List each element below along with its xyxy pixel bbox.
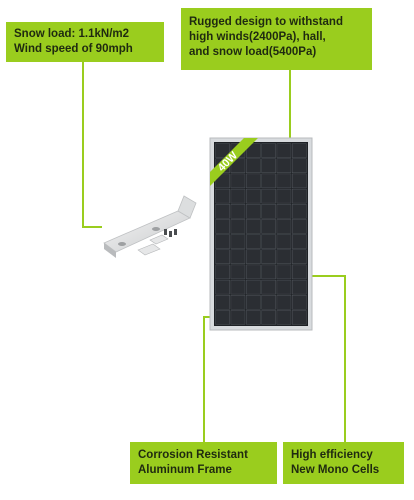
snow-leader-horizontal xyxy=(82,226,102,228)
solar-cell xyxy=(215,204,230,219)
solar-cell xyxy=(276,310,292,325)
solar-cell xyxy=(230,310,246,325)
solar-cell xyxy=(292,188,307,204)
solar-cell xyxy=(261,279,276,295)
frame-line2: Aluminum Frame xyxy=(138,464,232,476)
solar-cell xyxy=(292,173,307,189)
solar-cell xyxy=(276,279,292,295)
solar-cell xyxy=(230,279,246,295)
solar-cell xyxy=(276,188,292,204)
solar-cell xyxy=(246,310,261,325)
solar-cell xyxy=(230,173,246,189)
snow-load-callout: Snow load: 1.1kN/m2 Wind speed of 90mph xyxy=(6,22,164,62)
solar-cell xyxy=(276,219,292,234)
cells-line2: New Mono Cells xyxy=(291,464,380,476)
solar-cell xyxy=(292,158,307,174)
snow-load-line1: Snow load: 1.1kN/m2 xyxy=(14,28,130,40)
cells-line1: High efficiency xyxy=(291,449,373,461)
solar-cell xyxy=(276,204,292,219)
solar-cell xyxy=(292,234,307,249)
solar-cell xyxy=(215,295,230,310)
solar-cell xyxy=(261,310,276,325)
solar-cell xyxy=(230,188,246,204)
solar-cell xyxy=(276,143,292,158)
solar-cell xyxy=(230,219,246,234)
solar-cell xyxy=(276,173,292,189)
solar-cell xyxy=(215,310,230,325)
solar-cell xyxy=(276,295,292,310)
solar-cell xyxy=(276,234,292,249)
solar-cell xyxy=(230,264,246,280)
solar-cell xyxy=(230,234,246,249)
solar-cell xyxy=(292,310,307,325)
solar-cell xyxy=(215,234,230,249)
frame-callout: Corrosion Resistant Aluminum Frame xyxy=(130,442,277,484)
solar-cell xyxy=(261,249,276,265)
solar-cell xyxy=(246,234,261,249)
solar-cell xyxy=(246,295,261,310)
solar-cell xyxy=(246,279,261,295)
solar-cell xyxy=(246,143,261,158)
solar-cell xyxy=(261,264,276,280)
solar-cell xyxy=(292,143,307,158)
solar-cell xyxy=(261,234,276,249)
solar-cell xyxy=(292,249,307,265)
solar-cell xyxy=(261,204,276,219)
solar-cell xyxy=(230,249,246,265)
solar-cell xyxy=(261,143,276,158)
cells-callout: High efficiency New Mono Cells xyxy=(283,442,404,484)
solar-cell xyxy=(292,219,307,234)
solar-cell xyxy=(215,143,230,158)
cells-leader-horizontal xyxy=(296,275,346,277)
solar-cell xyxy=(292,264,307,280)
solar-cell xyxy=(276,158,292,174)
cells-leader-vertical xyxy=(344,275,346,442)
snow-load-line2: Wind speed of 90mph xyxy=(14,43,133,55)
rugged-leader xyxy=(289,70,291,176)
rugged-design-callout: Rugged design to withstand high winds(24… xyxy=(181,8,372,70)
solar-cell xyxy=(215,249,230,265)
solar-cell xyxy=(276,264,292,280)
solar-cell xyxy=(230,204,246,219)
solar-cell xyxy=(261,158,276,174)
solar-cell xyxy=(246,204,261,219)
solar-cell xyxy=(292,204,307,219)
solar-cell xyxy=(261,188,276,204)
solar-cell xyxy=(261,173,276,189)
solar-cell xyxy=(292,279,307,295)
solar-cell xyxy=(230,158,246,174)
rugged-line3: and snow load(5400Pa) xyxy=(189,46,317,58)
solar-cell xyxy=(215,173,230,189)
solar-cell xyxy=(246,188,261,204)
solar-cell xyxy=(261,219,276,234)
solar-cell xyxy=(246,173,261,189)
solar-cell xyxy=(215,279,230,295)
solar-cell xyxy=(230,295,246,310)
rugged-line1: Rugged design to withstand xyxy=(189,16,343,28)
solar-cell xyxy=(261,295,276,310)
solar-cell xyxy=(215,264,230,280)
frame-line1: Corrosion Resistant xyxy=(138,449,248,461)
solar-cell xyxy=(246,264,261,280)
solar-cell xyxy=(276,249,292,265)
solar-cell xyxy=(246,249,261,265)
solar-cell xyxy=(215,219,230,234)
frame-leader-vertical xyxy=(203,316,205,442)
solar-cell xyxy=(246,158,261,174)
solar-cell xyxy=(246,219,261,234)
solar-cell xyxy=(292,295,307,310)
snow-leader-vertical xyxy=(82,62,84,228)
solar-cell xyxy=(215,188,230,204)
rugged-line2: high winds(2400Pa), hall, xyxy=(189,31,326,43)
